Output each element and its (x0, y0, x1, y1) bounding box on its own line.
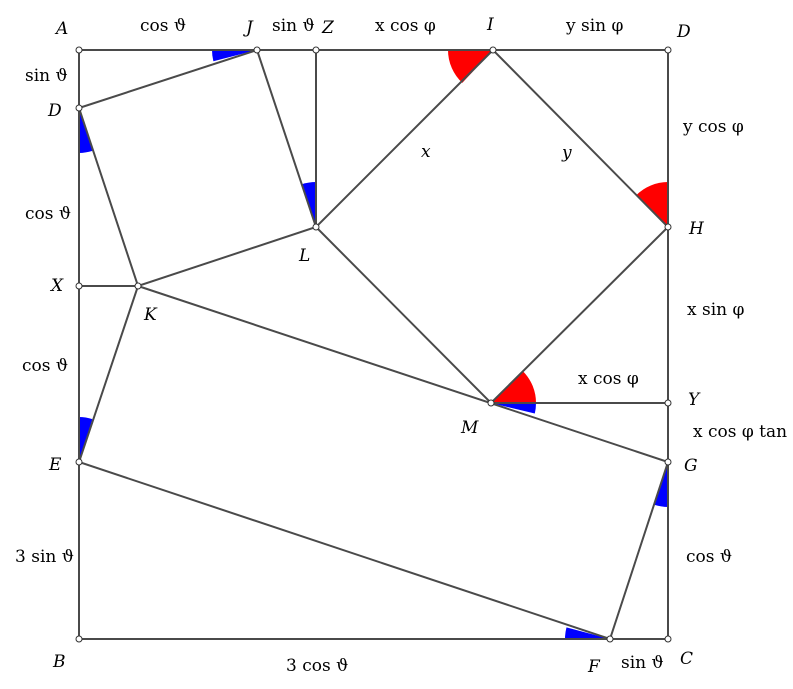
label-top-JZ: sin ϑ (272, 16, 315, 36)
vertex-I (489, 46, 497, 54)
label-F: F (587, 657, 601, 677)
label-bottom-FC: sin ϑ (621, 653, 664, 673)
vertex-Y (664, 399, 672, 407)
vertex-K (134, 282, 142, 290)
label-side-x: x (421, 142, 431, 162)
label-bottom-BF: 3 cos ϑ (286, 656, 348, 676)
vertex-G (664, 458, 672, 466)
label-D-left: D (47, 101, 62, 121)
label-K: K (143, 305, 158, 325)
label-side-y: y (561, 143, 572, 163)
label-C: C (680, 649, 693, 669)
label-top-ID: y sin φ (565, 16, 624, 36)
label-top-AJ: cos ϑ (140, 16, 186, 36)
vertex-Z (312, 46, 320, 54)
vertex-M (487, 399, 495, 407)
small-square-DJLK (77, 48, 318, 288)
label-top-ZI: x cos φ (375, 16, 436, 36)
vertices (75, 46, 672, 643)
vertex-X (75, 282, 83, 290)
angle-marker-M-red (491, 371, 537, 403)
label-L: L (298, 246, 310, 266)
label-B: B (52, 652, 66, 672)
label-D-top: D (676, 22, 691, 42)
label-right-GC: cos ϑ (686, 547, 732, 567)
vertex-J (253, 46, 261, 54)
vertex-E (75, 458, 83, 466)
label-Y: Y (688, 390, 701, 410)
label-E: E (48, 455, 62, 475)
label-J: J (243, 18, 254, 38)
label-G: G (684, 456, 698, 476)
vertex-L (312, 223, 320, 231)
label-left-DX: cos ϑ (25, 204, 71, 224)
label-left-AD: sin ϑ (25, 66, 68, 86)
angle-marker-I (448, 50, 493, 83)
label-right-DH: y cos φ (682, 117, 744, 137)
label-left-EB: 3 sin ϑ (15, 547, 74, 567)
label-I: I (486, 15, 494, 35)
label-right-YG: x cos φ tan ϑ (693, 422, 793, 442)
rectangle-KMGFE (77, 284, 670, 641)
vertex-B (75, 635, 83, 643)
label-seg-MY: x cos φ (578, 369, 639, 389)
point-labels: A J Z I D D H L X K M Y E G B F C (47, 15, 705, 677)
vertex-F (606, 635, 614, 643)
edges (77, 48, 670, 641)
angle-marker-M-blue (491, 403, 537, 414)
vertex-C (664, 635, 672, 643)
label-X: X (49, 276, 64, 296)
vertex-H (664, 223, 672, 231)
red-angle-markers (448, 50, 668, 403)
vertex-A (75, 46, 83, 54)
square-ILMH (314, 48, 670, 405)
angle-marker-H (636, 182, 668, 227)
vertex-D-left (75, 104, 83, 112)
label-left-XE: cos ϑ (22, 356, 68, 376)
label-H: H (688, 219, 705, 239)
segment-labels: cos ϑ sin ϑ x cos φ y sin φ sin ϑ cos ϑ … (15, 16, 793, 676)
label-M: M (460, 418, 479, 438)
outer-square (78, 49, 669, 640)
label-A: A (54, 19, 68, 39)
vertex-D-top (664, 46, 672, 54)
label-right-HY: x sin φ (687, 300, 745, 320)
label-Z: Z (321, 18, 335, 38)
